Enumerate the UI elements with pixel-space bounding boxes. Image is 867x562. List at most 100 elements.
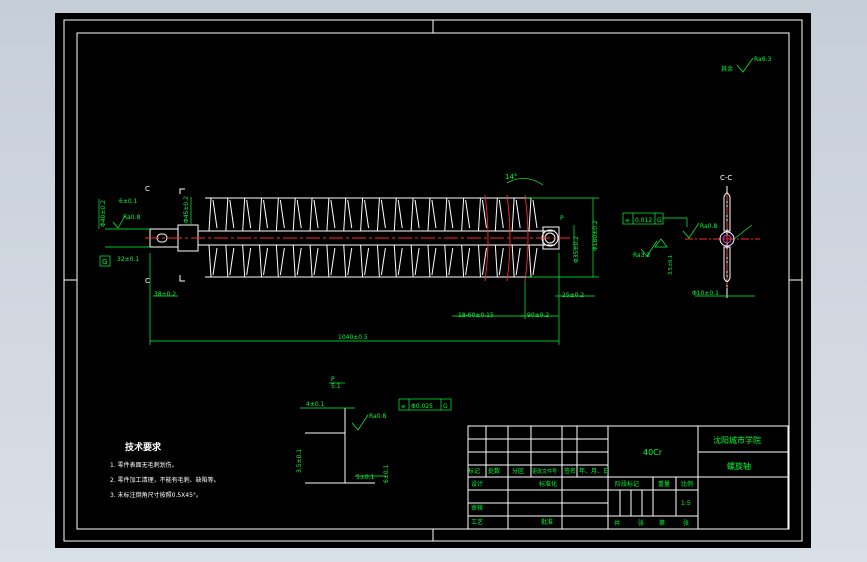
flight-edge-top — [481, 199, 487, 229]
roughness-main: Ra6.3 — [754, 56, 771, 63]
flight-cut-3 — [524, 194, 529, 282]
flight-blade-bottom — [219, 244, 229, 278]
flight-edge-bottom — [380, 247, 386, 276]
tb-approve: 批准 — [541, 518, 553, 526]
section-label-top: C — [145, 185, 150, 193]
tb-process: 工艺 — [471, 518, 483, 526]
dim-overall-length: 1040±0.5 — [338, 334, 368, 341]
flight-edge-bottom — [397, 247, 403, 276]
flight-blade-top — [337, 197, 347, 232]
flight-edge-top — [279, 199, 285, 229]
flight-blade-bottom — [287, 244, 296, 278]
dim-left-dia: Φ40±0.2 — [100, 200, 107, 227]
roughness-section-1: Ra3.2 — [633, 252, 650, 259]
flight-edge-top — [246, 199, 252, 229]
flight-edge-top — [330, 199, 336, 229]
section-bore — [722, 234, 732, 244]
tb-page: 第 — [659, 519, 665, 527]
tb-header-doc: 更改文件号 — [532, 468, 557, 475]
section-markers: C C — [145, 185, 185, 285]
detail-p-title: P — [331, 376, 335, 383]
flight-edge-bottom — [279, 247, 285, 276]
dim-right-dia: Φ35±0.2 — [573, 236, 580, 263]
dim-shaft-dia: Φ45±0.2 — [183, 196, 190, 223]
flight-edge-top — [380, 199, 386, 229]
roughness-other: 其余 — [721, 65, 733, 73]
section-cc-view: C-C ⌯ 0.012 G Ra0.8 Ra3.2 3.5±0.1 Φ10±0.… — [622, 174, 760, 298]
flight-edge-bottom — [414, 247, 420, 276]
flight-blade-bottom — [337, 244, 347, 278]
flight-edge-top — [347, 199, 353, 229]
flight-blade-bottom — [438, 244, 448, 278]
flight-blade-bottom — [421, 244, 431, 278]
flight-edge-top — [498, 199, 504, 229]
flight-blade-top — [438, 197, 448, 232]
flight-edge-top — [414, 199, 420, 229]
flight-blade-top — [203, 197, 212, 232]
tb-standardize: 标准化 — [539, 480, 557, 488]
flight-edge-bottom — [465, 247, 471, 276]
flight-blade-bottom — [253, 244, 263, 278]
dim-key-width: 6±0.1 — [119, 198, 138, 205]
roughness-section-2: Ra0.8 — [700, 223, 717, 230]
dim-spiral-start: 18-60±0.15 — [458, 312, 494, 319]
flight-blade-bottom — [304, 244, 313, 278]
flight-blade-bottom — [203, 244, 212, 278]
datum-label: G — [102, 258, 107, 266]
flight-blade-bottom — [354, 244, 364, 278]
flight-cut-2 — [506, 194, 511, 282]
flight-blade-top — [320, 197, 330, 232]
tb-scale-value: 1:5 — [681, 500, 691, 507]
tech-req-item-2: 2. 零件加工清理，不能有毛刺、缺陷等。 — [110, 476, 220, 484]
technical-requirements: 技术要求 1. 零件表面无毛刺划伤。 2. 零件加工清理，不能有毛刺、缺陷等。 … — [110, 441, 220, 499]
flight-edge-bottom — [313, 247, 319, 276]
tb-header-mark: 标记 — [468, 467, 480, 475]
flight-blade-bottom — [236, 244, 246, 278]
flight-blade-top — [455, 197, 465, 232]
flight-blade-top — [405, 197, 414, 232]
datum-triangle — [654, 238, 668, 248]
datum-box — [99, 255, 111, 267]
key-depth: 3.5±0.1 — [668, 255, 674, 275]
shaft-main-view — [145, 194, 570, 282]
detail-roughness-symbol — [351, 414, 369, 431]
tech-req-title: 技术要求 — [125, 441, 162, 453]
dim-flight-dia: Φ180±0.2 — [592, 220, 599, 251]
tech-req-item-3: 3. 未标注倒角尺寸按照0.5X45°。 — [110, 491, 202, 499]
flight-edge-top — [296, 199, 302, 229]
flight-blade-top — [472, 197, 482, 232]
flight-edge-top — [448, 199, 454, 229]
flight-cut-1 — [484, 194, 489, 282]
symmetry-ref-1: G — [657, 217, 662, 224]
section-arrow-bottom — [179, 275, 185, 282]
flight-blade-top — [236, 197, 246, 232]
roughness-key: Ra0.8 — [123, 214, 140, 221]
tb-part-name: 螺旋轴 — [727, 461, 751, 471]
symmetry-tol-2: Φ0.025 — [411, 403, 433, 410]
flight-blade-bottom — [405, 244, 414, 278]
flight-edge-bottom — [330, 247, 336, 276]
main-dimensions: 1040±0.5 38±0.2 18-60±0.15 90±0.2 25±0.2… — [98, 173, 599, 345]
flight-edge-bottom — [481, 247, 487, 276]
key-depth-2: 3.5±0.1 — [296, 449, 303, 473]
flight-edge-bottom — [532, 247, 538, 276]
flight-blade-bottom — [388, 244, 397, 278]
tb-header-count: 处数 — [488, 467, 500, 475]
flight-blade-top — [219, 197, 229, 232]
detail-p-scale: 5:1 — [331, 383, 341, 390]
drawing-sheet[interactable]: C C 1040±0.5 38±0.2 18-60±0.15 90±0.2 25… — [55, 13, 811, 548]
key-h: 4±0.1 — [306, 401, 325, 408]
tb-scale-label: 比例 — [681, 480, 693, 488]
dim-keyway-len: 32±0.1 — [117, 256, 139, 263]
flight-blade-bottom — [455, 244, 465, 278]
key-width-2: 6±0.1 — [383, 464, 390, 483]
flight-edge-top — [515, 199, 521, 229]
flight-edge-top — [263, 199, 269, 229]
tb-stage-mark: 阶段标记 — [615, 480, 639, 488]
tb-weight: 重量 — [658, 480, 670, 488]
tb-design: 设计 — [471, 480, 483, 488]
tb-header-zone: 分区 — [512, 467, 524, 475]
flight-blade-top — [489, 197, 498, 232]
tb-header-sign: 签名 — [564, 467, 576, 475]
flight-edge-bottom — [515, 247, 521, 276]
